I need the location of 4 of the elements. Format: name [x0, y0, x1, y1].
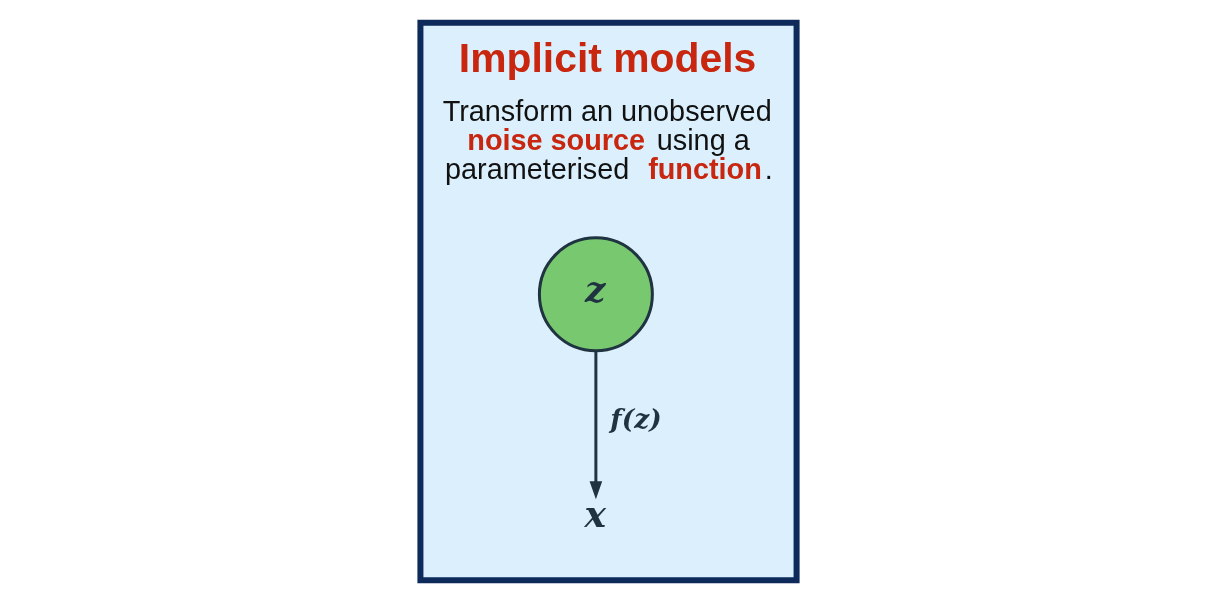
edge-label: f(z) — [610, 403, 662, 435]
node-circle: z — [537, 236, 654, 353]
node-text: x — [584, 493, 606, 537]
arrow — [589, 351, 603, 500]
